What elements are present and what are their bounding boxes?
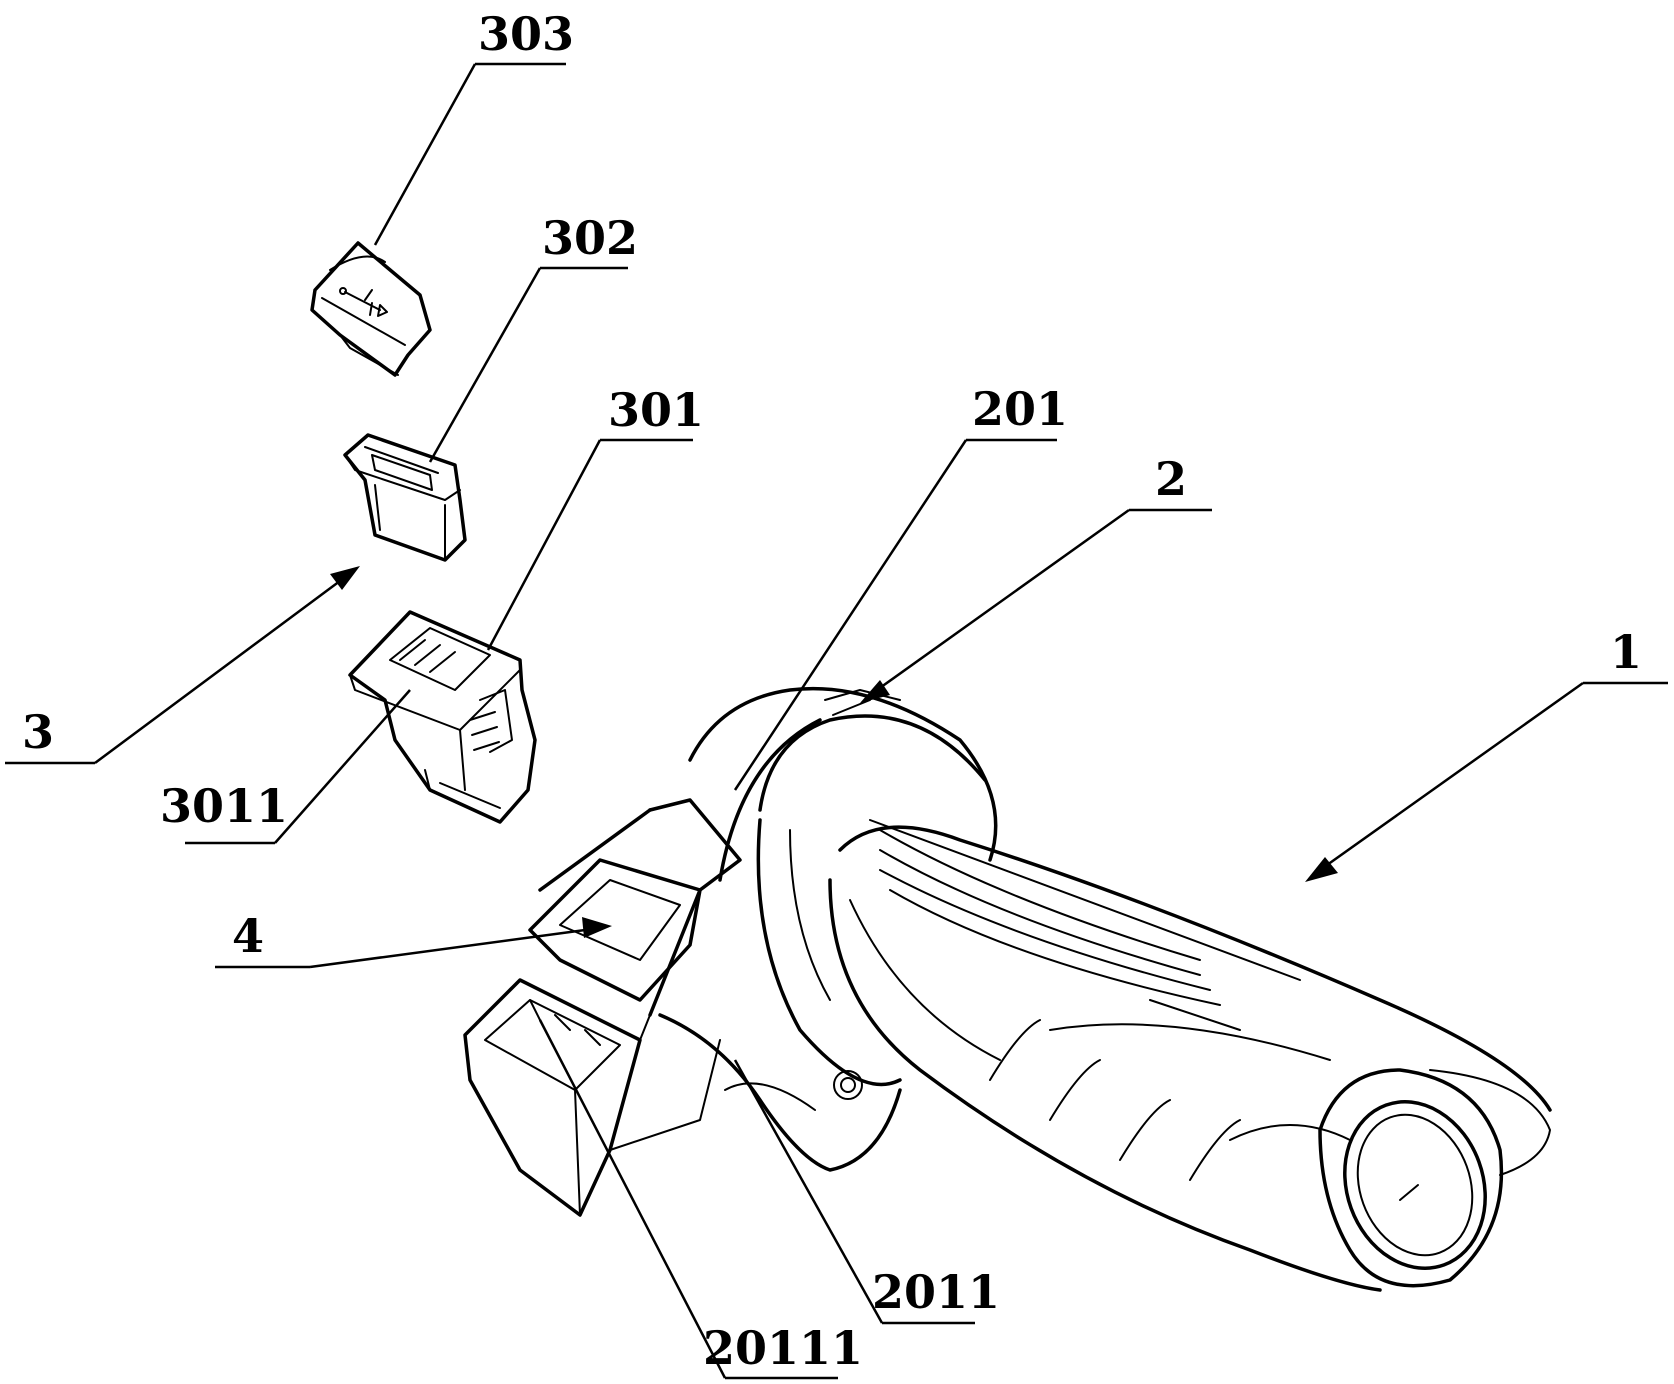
label-20111: 20111 xyxy=(703,1321,863,1375)
leader-lines xyxy=(5,64,1668,1378)
label-201: 201 xyxy=(972,382,1068,436)
label-2: 2 xyxy=(1155,452,1187,506)
label-303: 303 xyxy=(478,7,574,61)
label-1: 1 xyxy=(1610,625,1642,679)
label-3: 3 xyxy=(22,705,54,759)
usb-socket-housing-301 xyxy=(350,612,535,822)
label-2011: 2011 xyxy=(872,1265,1000,1319)
grip-handle-assembly xyxy=(465,689,1550,1290)
usb-cover-cap-303 xyxy=(312,243,430,375)
label-302: 302 xyxy=(542,211,638,265)
label-4: 4 xyxy=(232,909,264,963)
label-301: 301 xyxy=(608,383,704,437)
label-3011: 3011 xyxy=(160,779,288,833)
usb-connector-302 xyxy=(345,435,465,560)
